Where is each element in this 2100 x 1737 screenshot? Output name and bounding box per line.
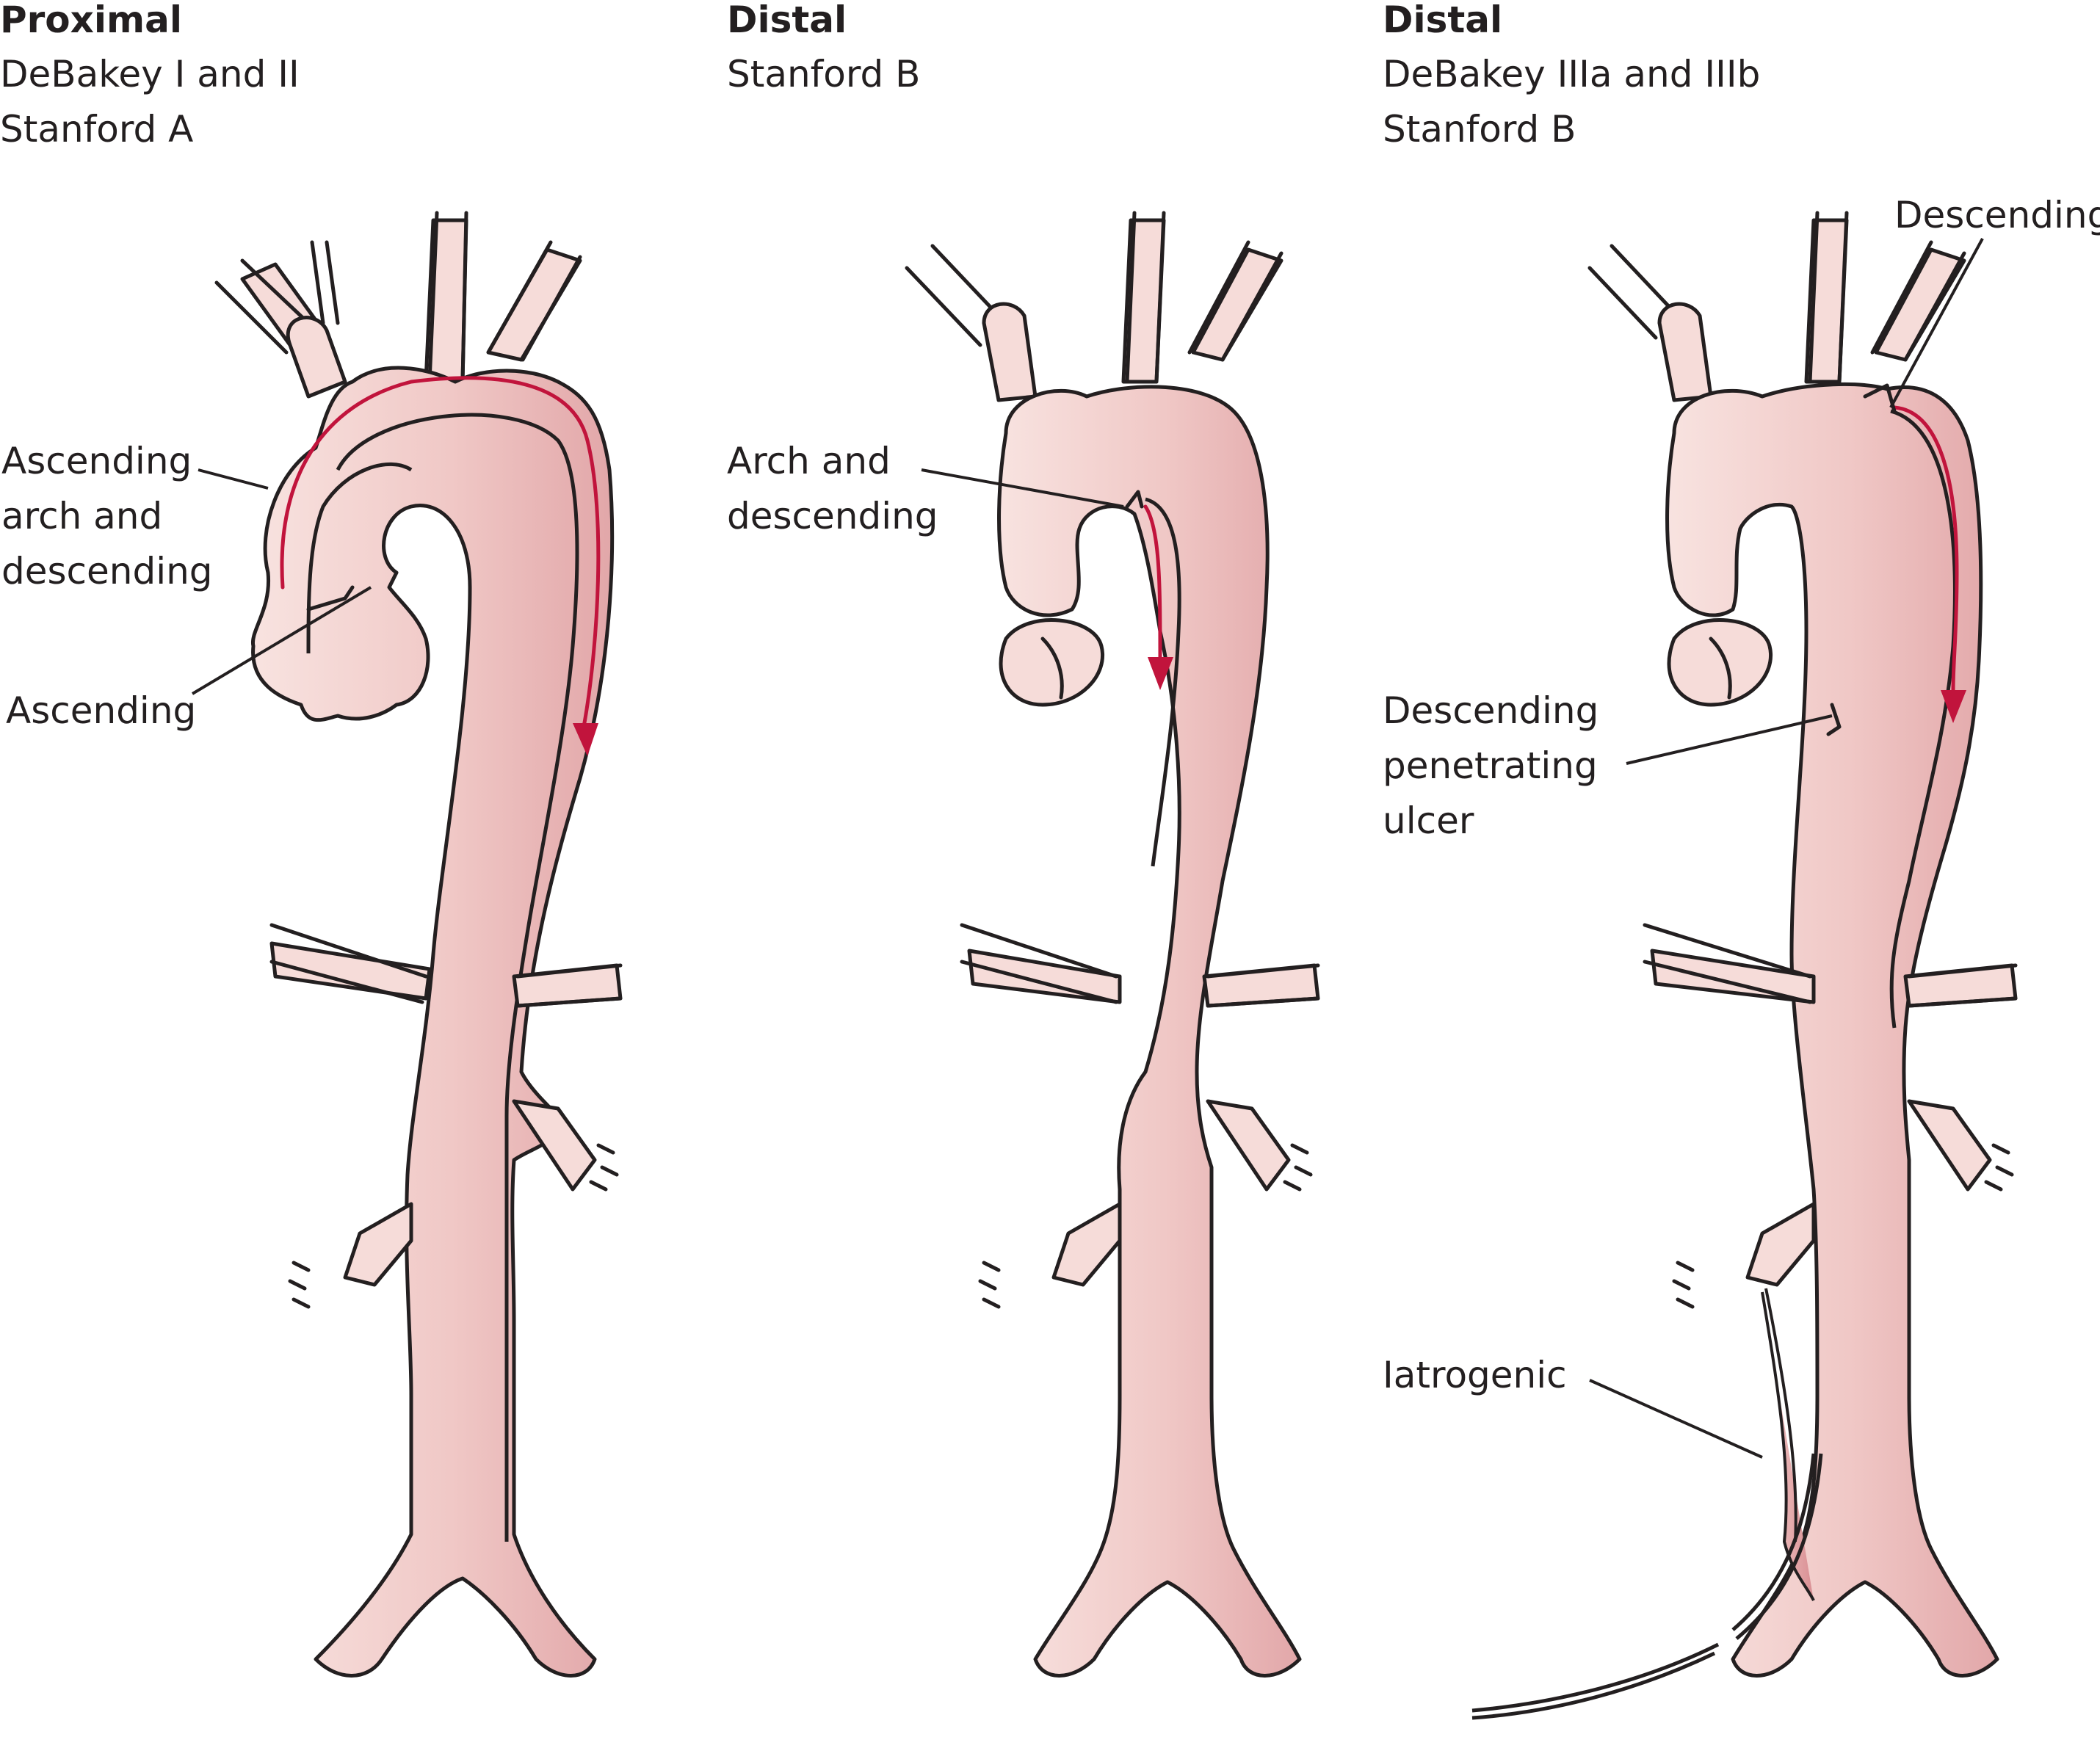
panel-1-heading: Proximal xyxy=(0,0,182,41)
panel-2-heading: Distal xyxy=(727,0,847,41)
label-descending: Descending xyxy=(1894,194,2100,236)
leader-iatrogenic xyxy=(1590,1380,1762,1457)
label-iatrogenic: Iatrogenic xyxy=(1383,1354,1567,1396)
label-ascending-arch-descending-2: arch and xyxy=(1,495,162,537)
panel-1-header: Proximal DeBakey I and II Stanford A xyxy=(0,0,300,151)
label-penetrating-ulcer-3: ulcer xyxy=(1383,799,1474,842)
panel-3-aorta-illustration xyxy=(1472,213,2016,1718)
panel-1-line-1: DeBakey I and II xyxy=(0,53,300,95)
label-ascending-arch-descending-3: descending xyxy=(1,550,213,592)
panel-2-header: Distal Stanford B xyxy=(727,0,920,95)
panel-1-aorta-illustration xyxy=(217,213,620,1676)
label-arch-and-descending-1: Arch and xyxy=(727,440,891,482)
panel-3-line-1: DeBakey IIIa and IIIb xyxy=(1383,53,1760,95)
label-penetrating-ulcer-2: penetrating xyxy=(1383,744,1598,787)
label-penetrating-ulcer-1: Descending xyxy=(1383,689,1598,732)
panel-2-aorta-illustration xyxy=(907,213,1318,1676)
panel-3-heading: Distal xyxy=(1383,0,1502,41)
panel-2-line-1: Stanford B xyxy=(727,53,920,95)
panel-3-labels: Descending Descending penetrating ulcer … xyxy=(1383,194,2100,1457)
panel-1-line-2: Stanford A xyxy=(0,108,193,151)
panel-3-line-2: Stanford B xyxy=(1383,108,1576,151)
leader-ascending-arch-descending xyxy=(198,470,268,488)
label-arch-and-descending-2: descending xyxy=(727,495,938,537)
label-ascending-arch-descending-1: Ascending xyxy=(1,440,192,482)
panel-3-header: Distal DeBakey IIIa and IIIb Stanford B xyxy=(1383,0,1760,151)
label-ascending: Ascending xyxy=(6,689,196,732)
